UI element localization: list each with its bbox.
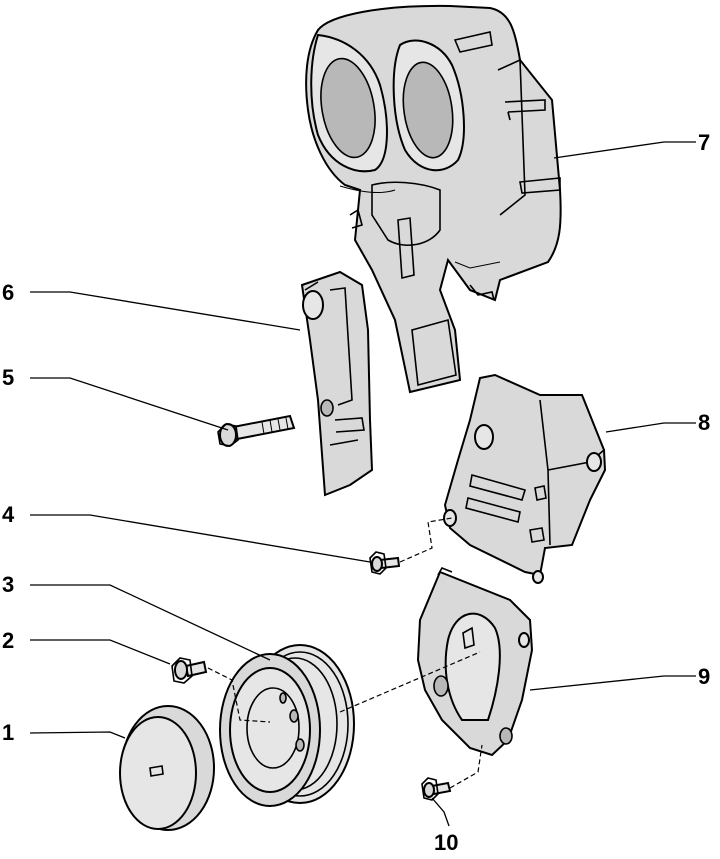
part-9-back-plate bbox=[416, 566, 534, 757]
part-10-small-bolt bbox=[421, 777, 452, 801]
callout-4: 4 bbox=[2, 502, 15, 527]
assembly-path-4 bbox=[399, 517, 453, 563]
assembly-path-10 bbox=[449, 744, 483, 789]
assembly-centerline bbox=[339, 651, 481, 713]
callout-7: 7 bbox=[698, 130, 710, 155]
part-3-crankshaft-pulley bbox=[219, 644, 355, 807]
callout-3: 3 bbox=[2, 572, 14, 597]
part-2-small-bolt bbox=[171, 657, 208, 684]
part-4-small-bolt bbox=[369, 551, 401, 575]
part-1-pulley-cap bbox=[119, 705, 215, 831]
part-8-lower-timing-cover bbox=[443, 373, 607, 584]
assembly-path-2 bbox=[207, 667, 271, 723]
callout-5: 5 bbox=[2, 365, 14, 390]
callout-10: 10 bbox=[434, 830, 458, 855]
part-6-middle-cover bbox=[300, 270, 374, 497]
leader-lines bbox=[29, 141, 696, 827]
part-7-upper-timing-cover bbox=[305, 4, 562, 394]
callout-6: 6 bbox=[2, 280, 14, 305]
callout-1: 1 bbox=[2, 720, 14, 745]
part-5-bolt bbox=[217, 414, 296, 447]
callout-8: 8 bbox=[698, 410, 710, 435]
callout-2: 2 bbox=[2, 628, 14, 653]
callout-9: 9 bbox=[698, 664, 710, 689]
